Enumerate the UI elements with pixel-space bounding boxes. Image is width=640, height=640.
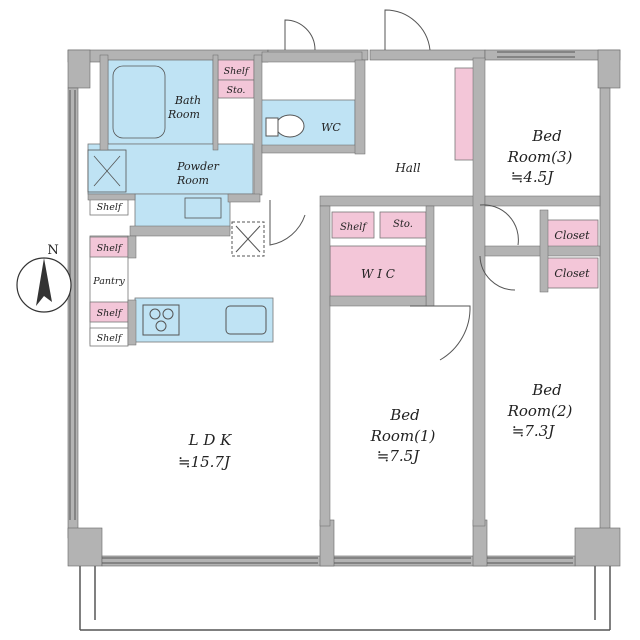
stove	[142, 304, 180, 336]
room-labels: Bath Room Powder Room WC Hall Bed Room(3…	[167, 94, 573, 471]
pantry-label: Pantry	[92, 276, 125, 287]
wic-room	[329, 245, 427, 303]
interior-walls	[87, 51, 601, 527]
wic-label: W I C	[361, 267, 395, 281]
bed2-line1: Bed	[531, 381, 562, 399]
bed2-line3: ≒7.3J	[512, 422, 555, 440]
north-arrow-icon	[36, 258, 52, 306]
closet-upper-label: Closet	[554, 229, 590, 242]
compass: N	[16, 243, 72, 313]
bed1-line3: ≒7.5J	[377, 447, 420, 465]
storage	[89, 59, 599, 347]
shelf-hall	[331, 211, 375, 239]
toilet	[275, 114, 305, 138]
doors	[269, 9, 519, 361]
bed1-line1: Bed	[389, 406, 420, 424]
closet-upper	[545, 219, 599, 251]
storage-labels: Shelf Sto. Shelf Shelf Pantry Shelf Shel…	[92, 66, 590, 344]
shelf-kitchen-label: Shelf	[97, 333, 123, 344]
sink	[225, 305, 267, 335]
balcony	[79, 565, 611, 631]
bathtub	[112, 65, 166, 139]
windows	[69, 51, 575, 564]
closet-lower-label: Closet	[554, 267, 590, 280]
shelf-hall-label: Shelf	[340, 222, 368, 233]
sto-hall	[379, 211, 427, 239]
powder-label-line2: Room	[176, 174, 209, 187]
fixtures	[142, 114, 305, 336]
bed2-line2: Room(2)	[507, 402, 573, 420]
outer-walls	[67, 49, 621, 567]
bed1-line2: Room(1)	[370, 427, 436, 445]
ldk-line1: L D K	[188, 431, 233, 449]
powder-label-line1: Powder	[176, 160, 220, 173]
washbasin	[184, 197, 222, 219]
bath-label-line2: Room	[167, 108, 200, 121]
sto-top-label: Sto.	[227, 85, 246, 96]
shelf-pantry-top-label: Shelf	[97, 243, 123, 254]
wc-label: WC	[321, 121, 341, 134]
bath-label-line1: Bath	[174, 94, 201, 107]
shelf-pantry-bottom-label: Shelf	[97, 308, 123, 319]
bed3-line2: Room(3)	[507, 148, 573, 166]
shelf-top-label: Shelf	[224, 66, 250, 77]
hall-closet	[454, 67, 476, 161]
north-label: N	[47, 243, 58, 258]
bed3-line3: ≒4.5J	[511, 168, 554, 186]
sto-hall-label: Sto.	[393, 219, 413, 230]
shelf-powder-label: Shelf	[97, 202, 123, 213]
hall-label: Hall	[394, 161, 420, 175]
bed3-line1: Bed	[531, 127, 562, 145]
closet-lower	[545, 257, 599, 289]
wet-areas	[87, 59, 356, 343]
ldk-line2: ≒15.7J	[178, 453, 231, 471]
